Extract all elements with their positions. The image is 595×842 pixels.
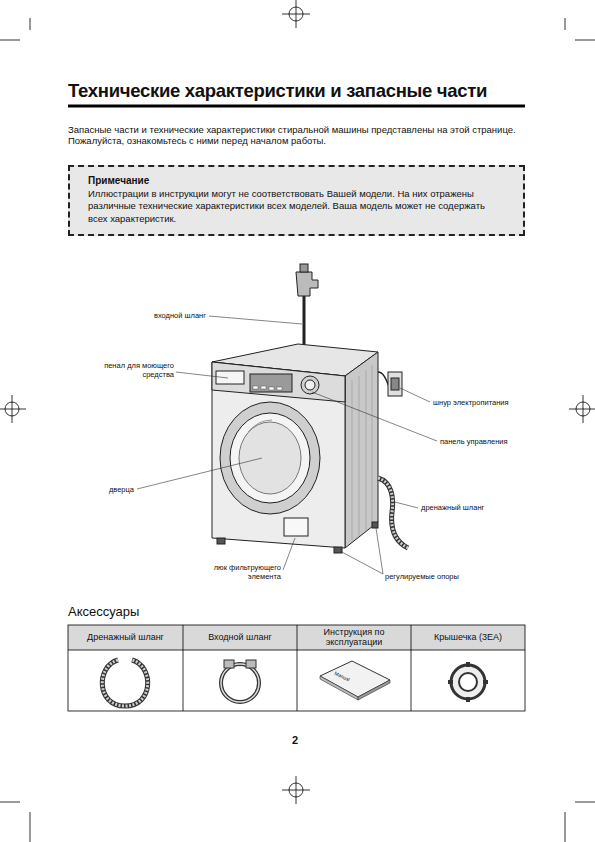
table-header-cell: Крышечка (3EA) [411,625,525,650]
table-header-cell: Входной шланг [183,625,297,650]
part-label: регулируемые опоры [385,572,459,581]
page-title: Технические характеристики и запасные ча… [68,80,487,102]
part-label: дверца [94,485,134,494]
part-label: дренажный шланг [421,503,484,512]
leader-lines [137,316,437,574]
part-label: люк фильтрующего элемента [207,563,281,581]
intro-text: Запасные части и технические характерист… [68,124,525,147]
washing-machine [212,264,408,553]
note-box: ПримечаниеИллюстрации в инструкции могут… [68,165,525,236]
table-header-cell: Дренажный шланг [68,625,183,650]
accessories-table [68,625,525,711]
part-label: входной шланг [126,311,206,320]
page-number: 2 [292,734,298,747]
note-heading: Примечание [88,174,505,188]
section-heading: Аксессуары [68,604,139,620]
title-rule [68,105,525,108]
part-label: пенал для моющего средства [96,361,174,379]
part-label: шнур электропитания [433,398,509,407]
note-body: Иллюстрации в инструкции могут не соотве… [88,188,505,226]
part-label: панель управления [440,437,508,446]
table-header-cell: Инструкция по эксплуатации [297,625,411,650]
